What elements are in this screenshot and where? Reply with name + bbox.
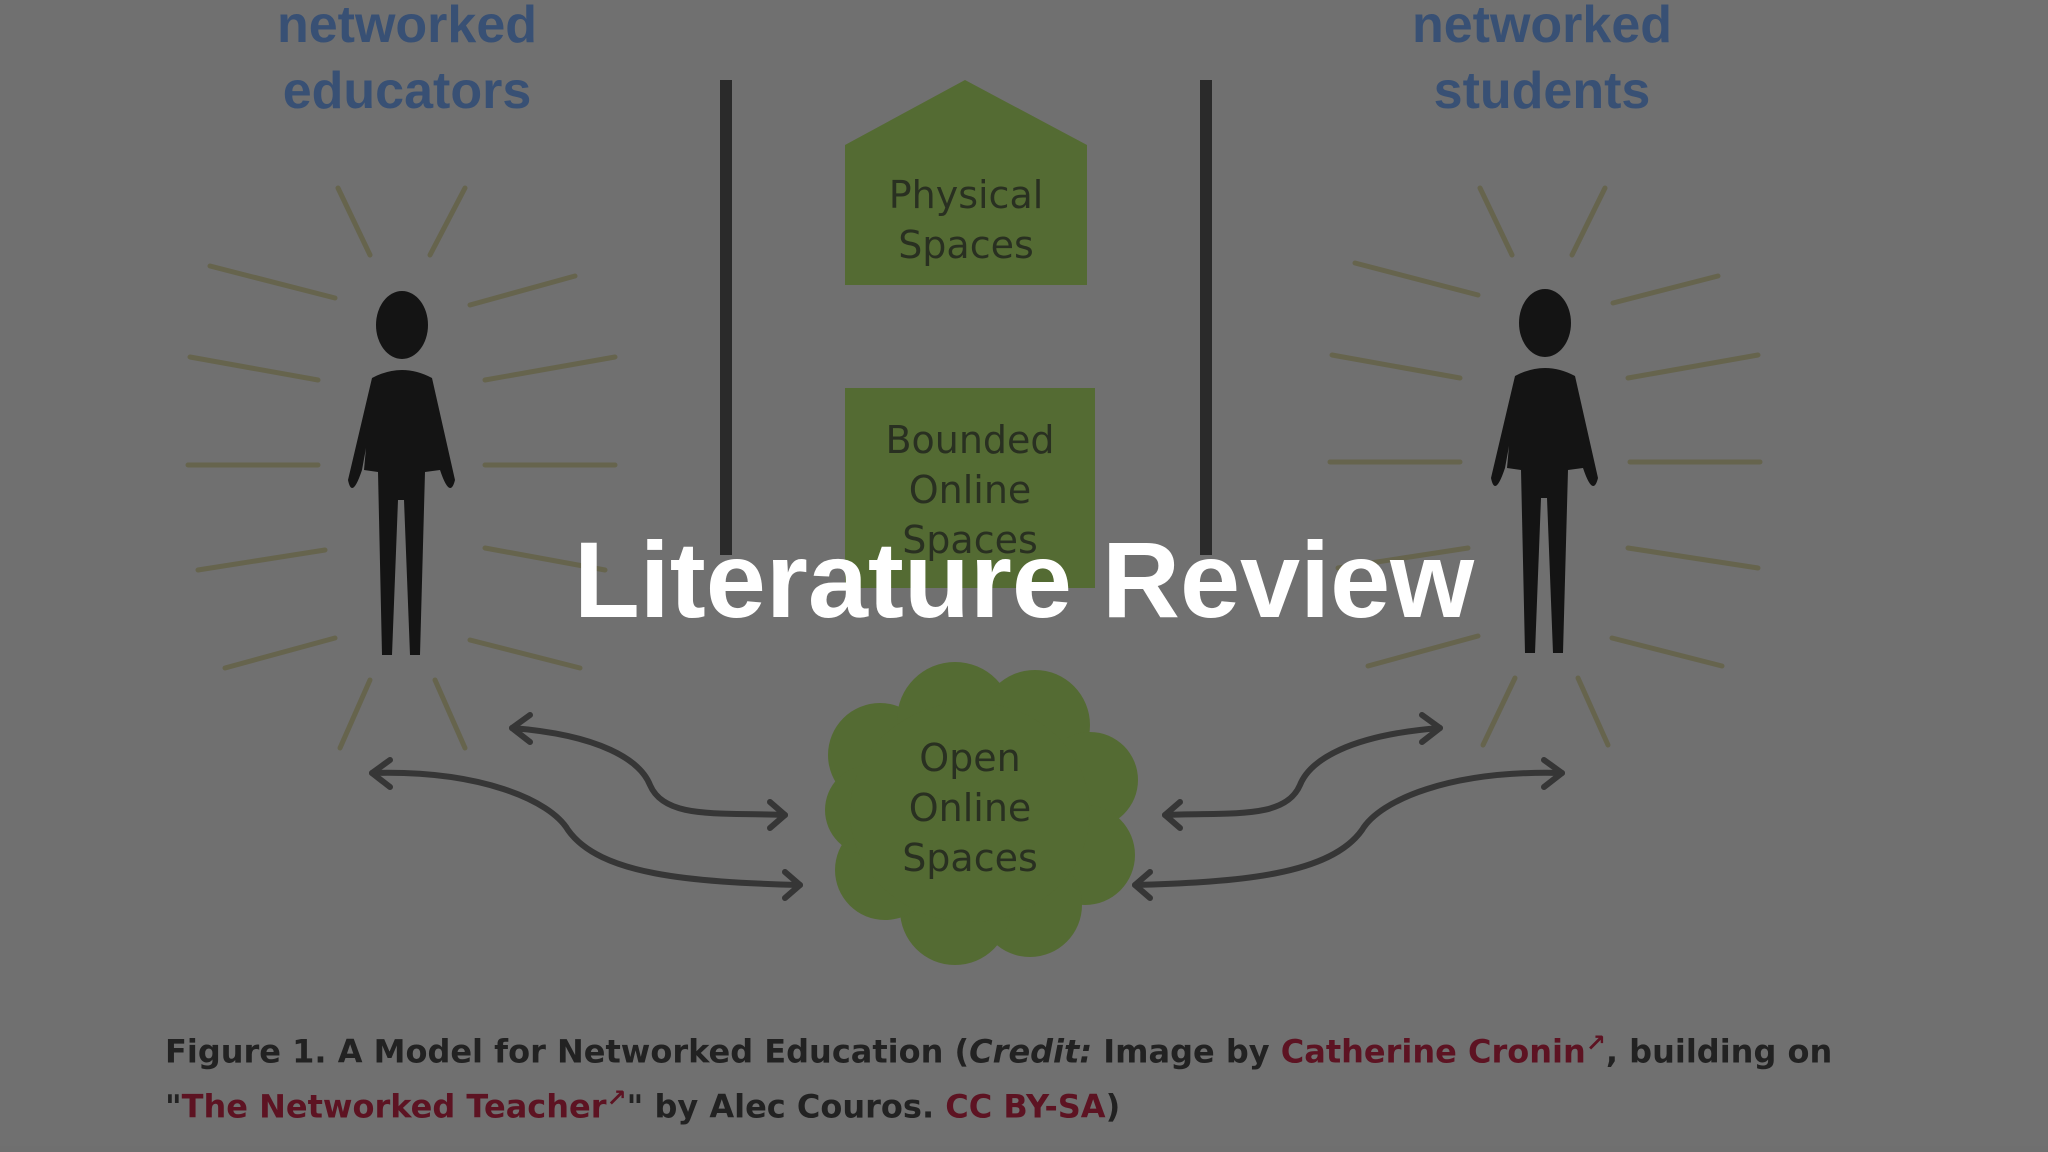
arrowheads <box>369 712 1565 901</box>
slide-title: Literature Review <box>573 519 1475 640</box>
open-spaces-line1: Open <box>919 736 1021 780</box>
physical-spaces-box <box>845 80 1087 285</box>
open-spaces-text: Open Online Spaces <box>850 733 1090 883</box>
open-spaces-line2: Online <box>908 786 1032 830</box>
external-link-icon[interactable]: ↗ <box>1585 1029 1606 1057</box>
author-link[interactable]: Catherine Cronin <box>1280 1032 1586 1071</box>
license-link[interactable]: CC BY-SA <box>945 1087 1106 1126</box>
bounded-spaces-line1: Bounded <box>885 418 1055 462</box>
educators-label: networked educators <box>207 0 607 124</box>
open-spaces-cloud <box>825 662 1138 965</box>
physical-spaces-line1: Physical <box>888 173 1044 217</box>
figure-caption: Figure 1. A Model for Networked Educatio… <box>165 1020 1965 1129</box>
arrow-students-upper <box>1162 725 1443 818</box>
bottom-bar <box>0 1146 2048 1152</box>
arrow-educators-upper <box>509 725 788 818</box>
physical-spaces-line2: Spaces <box>898 223 1034 267</box>
open-spaces-line3: Spaces <box>902 836 1038 880</box>
caption-image-by: Image by <box>1092 1032 1281 1071</box>
bounded-spaces-line2: Online <box>908 468 1032 512</box>
educator-figure <box>348 291 455 655</box>
caption-credit: Credit: <box>969 1032 1093 1071</box>
physical-spaces-text: Physical Spaces <box>845 170 1087 270</box>
caption-quote-open: " <box>165 1087 182 1126</box>
caption-line2: "The Networked Teacher↗" by Alec Couros.… <box>165 1075 1965 1130</box>
bounded-spaces-line3: Spaces <box>902 518 1038 562</box>
arrows <box>369 725 1565 888</box>
bounded-spaces-box <box>845 388 1095 588</box>
students-label-line1: networked <box>1411 0 1673 54</box>
rays-right <box>1327 185 1763 748</box>
caption-by-text: " by Alec Couros. <box>626 1087 946 1126</box>
work-link[interactable]: The Networked Teacher <box>181 1087 607 1126</box>
caption-prefix: Figure 1. A Model for Networked Educatio… <box>165 1032 970 1071</box>
arrow-students-lower <box>1132 769 1565 888</box>
external-link-icon[interactable]: ↗ <box>606 1083 627 1112</box>
arrow-educators-lower <box>369 769 803 888</box>
student-figure <box>1491 289 1598 653</box>
caption-building-on: , building on <box>1605 1032 1833 1071</box>
rays-left <box>185 185 618 751</box>
caption-line1: Figure 1. A Model for Networked Educatio… <box>165 1020 1965 1075</box>
students-label-line2: students <box>1433 62 1651 120</box>
educators-label-line1: networked <box>276 0 538 54</box>
bounded-spaces-text: Bounded Online Spaces <box>845 415 1095 565</box>
students-label: networked students <box>1342 0 1742 124</box>
educators-label-line2: educators <box>282 62 532 120</box>
caption-close: ) <box>1105 1087 1121 1126</box>
